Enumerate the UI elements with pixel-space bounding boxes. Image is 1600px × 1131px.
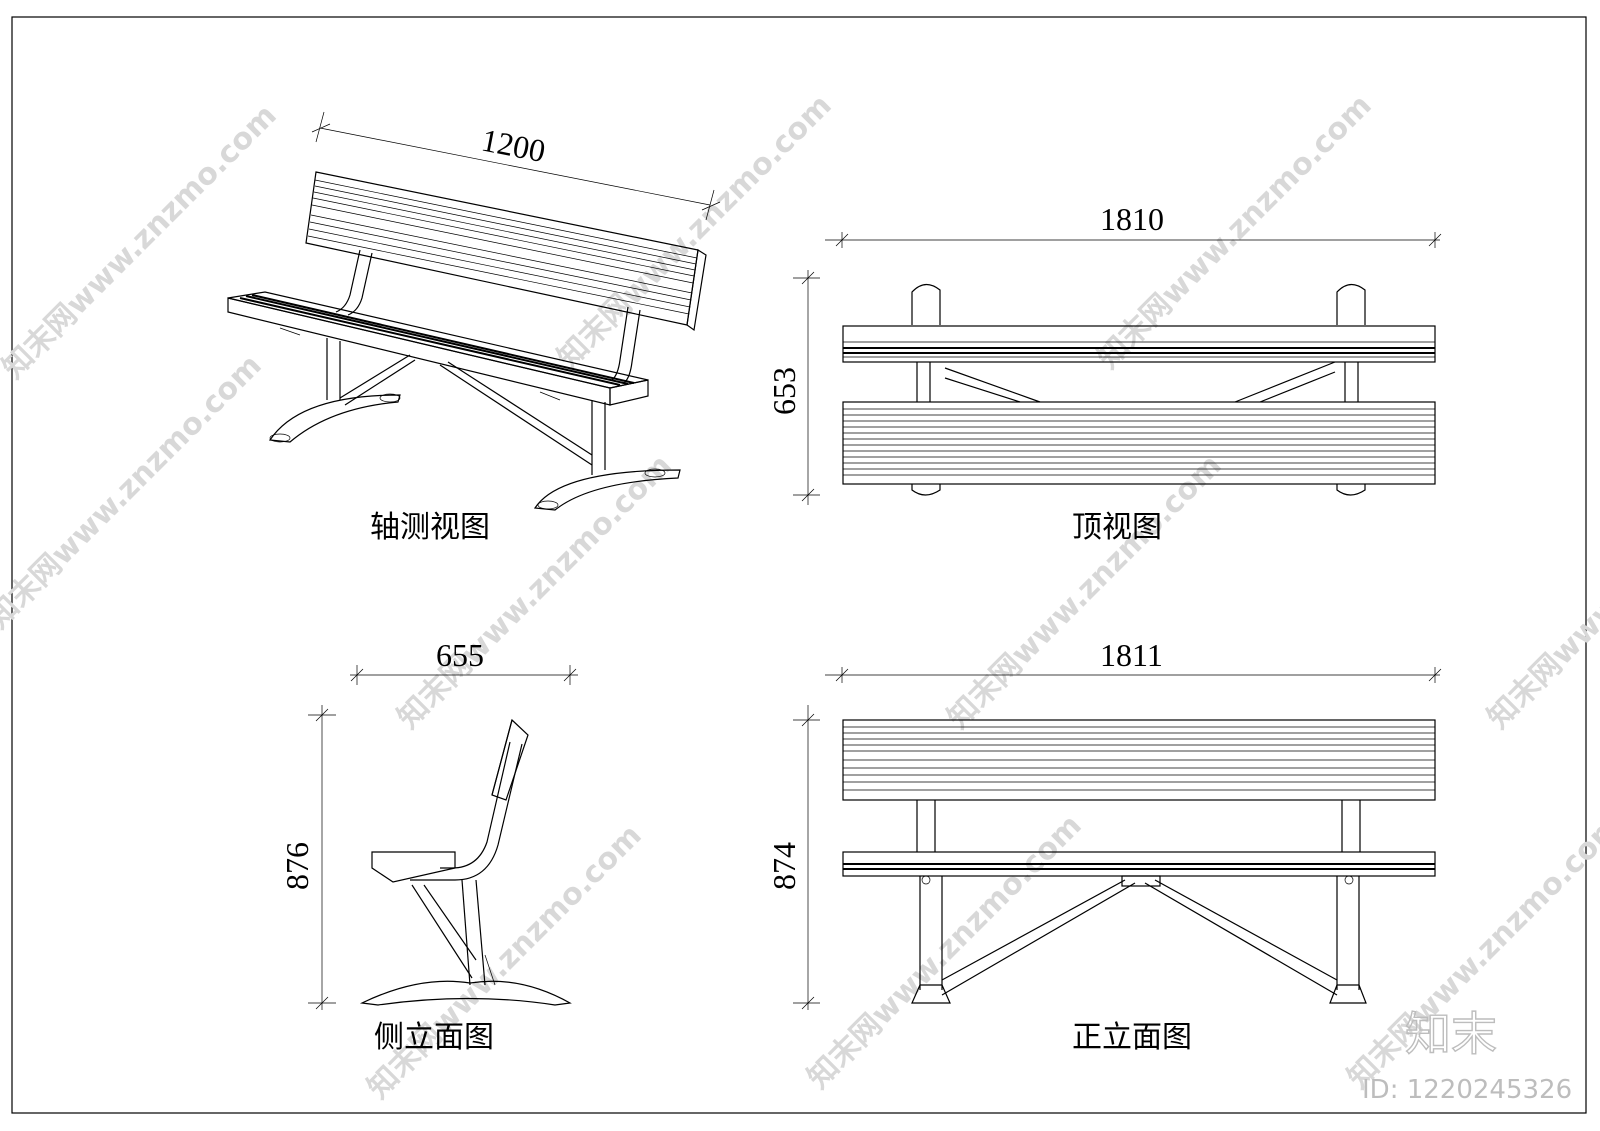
top-view-label: 顶视图 [1072, 510, 1162, 545]
front-view-label: 正立面图 [1072, 1020, 1192, 1055]
top-dim-width: 1810 [825, 201, 1442, 248]
watermark-text: 知末网www.znzmo.com [391, 448, 679, 736]
axon-legs [268, 327, 681, 511]
side-dim-depth: 655 [350, 637, 578, 685]
watermark-text: 知末网www.znzmo.com [1481, 448, 1600, 736]
top-dim-depth: 653 [766, 270, 820, 505]
brand-watermark: 知末 [1405, 1007, 1497, 1061]
side-view-label: 侧立面图 [374, 1020, 494, 1055]
top-dim-1810: 1810 [1100, 201, 1164, 237]
front-dim-width: 1811 [825, 637, 1442, 683]
axon-view-label: 轴测视图 [370, 510, 490, 545]
side-dim-876: 876 [279, 842, 315, 890]
front-dim-874: 874 [766, 842, 802, 890]
side-view: 655 876 侧立面图 [279, 637, 578, 1055]
top-backrest [842, 325, 1436, 363]
watermark-text: 知末网www.znzmo.com [0, 98, 284, 386]
top-view: 1810 653 [766, 201, 1442, 545]
axon-backrest [305, 171, 707, 332]
front-view: 1811 874 [766, 637, 1442, 1055]
side-dim-655: 655 [436, 637, 484, 673]
front-backrest [842, 719, 1436, 801]
top-dim-653: 653 [766, 367, 802, 415]
watermark-layer: 知末网www.znzmo.com 知末网www.znzmo.com 知末网www… [0, 88, 1600, 1106]
front-seat [842, 851, 1436, 877]
front-dim-height: 874 [766, 705, 820, 1010]
axonometric-view: 1200 [227, 111, 721, 545]
front-dim-1811: 1811 [1100, 637, 1163, 673]
axon-dim-1200: 1200 [479, 122, 549, 170]
axon-seat [227, 291, 649, 406]
sheet-border [11, 16, 1587, 1114]
watermark-text: 知末网www.znzmo.com [361, 818, 649, 1106]
watermark-text: 知末网www.znzmo.com [801, 808, 1089, 1096]
watermark-text: 知末网www.znzmo.com [0, 348, 269, 636]
top-seat [842, 401, 1436, 485]
side-dim-height: 876 [279, 705, 336, 1010]
image-id: ID: 1220245326 [1362, 1075, 1572, 1105]
watermark-text: 知末网www.znzmo.com [941, 448, 1229, 736]
watermark-text: 知末网www.znzmo.com [551, 88, 839, 376]
